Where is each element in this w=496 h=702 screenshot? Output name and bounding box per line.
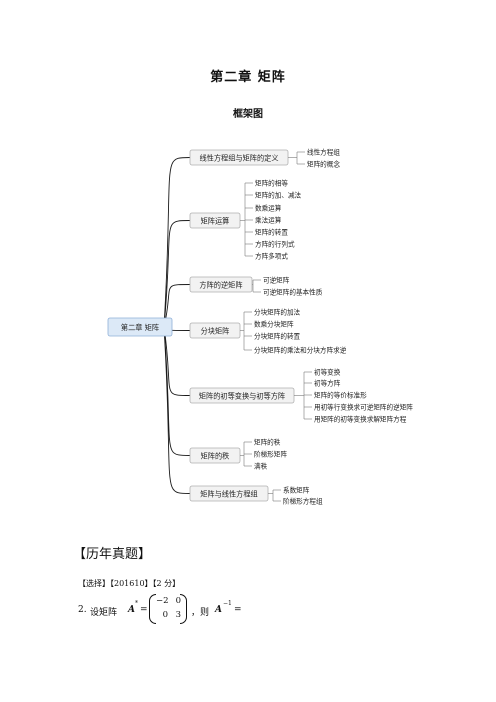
framework-diagram-title: 框架图 [233,109,263,120]
matrix-cell: 3 [175,610,181,620]
branch-node-label: 方阵的逆矩阵 [199,280,242,289]
branch-node-label: 分块矩阵 [201,326,230,335]
root-node-label: 第二章 矩阵 [121,323,159,332]
question-prefix: 设矩阵 [90,608,118,618]
leaf-node-label: 矩阵的相等 [255,178,288,187]
leaf-node-label: 矩阵的概念 [307,159,340,168]
connector-line [163,326,191,494]
connector-line [163,157,191,328]
question-number: 2. [78,605,87,615]
leaf-node-label: 满秩 [254,461,268,470]
leaf-node-label: 乘法运算 [255,215,282,224]
connector-line [163,326,191,456]
leaf-node-label: 矩阵的秩 [254,437,281,446]
branch-node-label: 矩阵运算 [201,216,230,225]
root-node [107,317,173,337]
leaf-node-label: 数乘分块矩阵 [254,319,294,328]
leaf-node-label: 分块矩阵的乘法和分块方阵求逆 [254,345,347,354]
connector-line [163,220,191,328]
leaf-node-label: 阶梯形方程组 [283,496,323,505]
leaf-node-label: 阶梯形矩阵 [254,449,287,458]
adjugate-mark: * [135,600,138,607]
branch-node-label: 矩阵的秩 [201,451,230,460]
inverse-variable: A [215,605,222,615]
chapter-title: 第二章 矩阵 [210,70,286,85]
leaf-node-label: 数乘运算 [255,203,282,212]
leaf-node-label: 用矩阵的初等变换求解矩阵方程 [314,414,407,423]
section-heading: 【历年真题】 [73,547,152,562]
leaf-node-label: 方阵的行列式 [255,239,295,248]
leaf-node-label: 初等方阵 [314,378,341,387]
inverse-exponent: −1 [223,600,232,607]
branch-node-label: 线性方程组与矩阵的定义 [199,153,278,162]
matrix-variable: A [128,605,135,615]
leaf-node-label: 分块矩阵的加法 [254,307,301,316]
matrix-cell: 0 [162,610,168,620]
branch-node-label: 矩阵的初等变换与初等方阵 [199,391,285,400]
leaf-node-label: 初等变换 [314,367,341,376]
leaf-node-label: 可逆矩阵的基本性质 [263,287,323,296]
right-paren [180,594,187,624]
leaf-node-label: 线性方程组 [307,147,340,156]
left-paren [149,594,156,624]
leaf-node-label: 方阵多项式 [255,251,288,260]
matrix-cell: 0 [175,596,181,606]
branch-node-label: 矩阵与线性方程组 [200,489,258,498]
connector-line [163,326,191,396]
leaf-node-label: 矩阵的加、减法 [255,190,302,199]
question-meta: 【选择】【201610】【2 分】 [78,579,181,588]
leaf-node-label: 分块矩阵的转置 [254,331,301,340]
leaf-node-label: 可逆矩阵 [263,275,290,284]
leaf-node-label: 用初等行变换求可逆矩阵的逆矩阵 [314,402,413,411]
leaf-node-label: 矩阵的转置 [255,227,288,236]
leaf-node-label: 系数矩阵 [283,485,310,494]
connector-line [163,284,191,328]
leaf-node-label: 矩阵的等价标准形 [314,390,367,399]
matrix-cell: −2 [156,596,169,606]
question-suffix: ，则 [191,608,210,618]
matrix: −2 0 0 3 [149,594,187,624]
trailing-equals: = [234,605,242,615]
equals-sign: = [140,605,148,615]
